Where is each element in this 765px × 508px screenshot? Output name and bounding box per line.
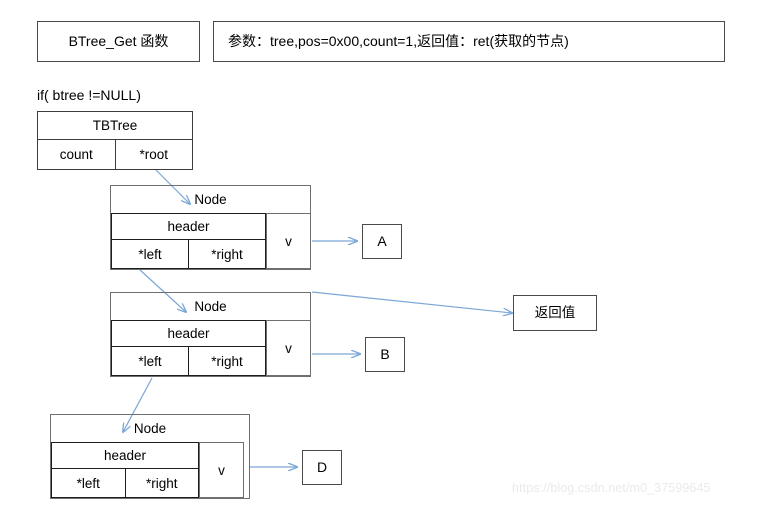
node-2-right-field: *right — [188, 347, 265, 375]
node-3-value-cell: v — [199, 442, 244, 498]
value-box-a: A — [362, 224, 402, 259]
node-2: Node header *left *right v — [110, 292, 311, 377]
node-3-header-block: header *left *right — [51, 442, 199, 498]
condition-text: if( btree !=NULL) — [37, 87, 141, 103]
tbtree-title: TBTree — [38, 112, 192, 140]
value-box-d-label: D — [316, 458, 328, 475]
node-1-left-field: *left — [138, 246, 162, 262]
node-1-value-cell: v — [266, 213, 311, 269]
tbtree-field-count: count — [59, 147, 93, 162]
node-3-right-field: *right — [124, 469, 199, 497]
function-params-label: 参数：tree,pos=0x00,count=1,返回值：ret(获取的节点) — [228, 32, 569, 49]
node-1-title: Node — [194, 191, 227, 207]
tbtree-fields-row: count *root — [38, 140, 192, 169]
node-3-left-field: *left — [76, 475, 100, 491]
node-3-pointer-row: *left *right — [52, 469, 198, 497]
value-box-d: D — [302, 450, 342, 485]
node-1-header-label: header — [112, 214, 265, 240]
value-box-b-label: B — [380, 345, 390, 362]
value-box-a-label: A — [377, 232, 387, 249]
node-3-title: Node — [133, 420, 167, 436]
node-1-pointer-row: *left *right — [112, 240, 265, 268]
return-value-box: 返回值 — [513, 295, 597, 331]
node-1-right-field: *right — [188, 240, 265, 268]
csdn-watermark: https://blog.csdn.net/m0_37599645 — [512, 481, 711, 495]
node-2-pointer-row: *left *right — [112, 347, 265, 375]
tbtree-struct: TBTree count *root — [37, 111, 193, 170]
node-2-title: Node — [194, 298, 227, 314]
function-name-label: BTree_Get 函数 — [68, 32, 169, 49]
node-3-outline — [50, 414, 250, 499]
node-2-header-block: header *left *right — [111, 320, 266, 376]
function-name-box: BTree_Get 函数 — [37, 21, 200, 62]
arrow-node2-to-return — [311, 291, 512, 313]
node-3: Node header *left *right v — [50, 414, 250, 499]
tbtree-field-root: *root — [114, 140, 193, 169]
node-2-value-cell: v — [266, 320, 311, 376]
node-2-header-label: header — [112, 321, 265, 347]
function-params-box: 参数：tree,pos=0x00,count=1,返回值：ret(获取的节点) — [213, 21, 725, 62]
node-2-left-field: *left — [138, 353, 162, 369]
node-1-header-block: header *left *right — [111, 213, 266, 269]
node-3-header-label: header — [52, 443, 198, 469]
value-box-b: B — [365, 337, 405, 372]
return-value-label: 返回值 — [534, 304, 576, 320]
node-1: Node header *left *right v — [110, 185, 311, 270]
